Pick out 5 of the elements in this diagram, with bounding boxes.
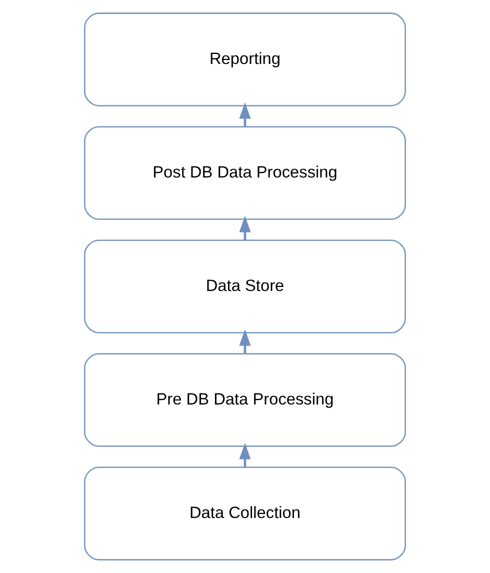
node-box: Post DB Data Processing bbox=[84, 126, 406, 220]
node-box: Data Store bbox=[84, 240, 406, 334]
node-box: Reporting bbox=[84, 12, 406, 106]
node-box: Data Collection bbox=[84, 466, 406, 560]
node-box: Pre DB Data Processing bbox=[84, 353, 406, 447]
